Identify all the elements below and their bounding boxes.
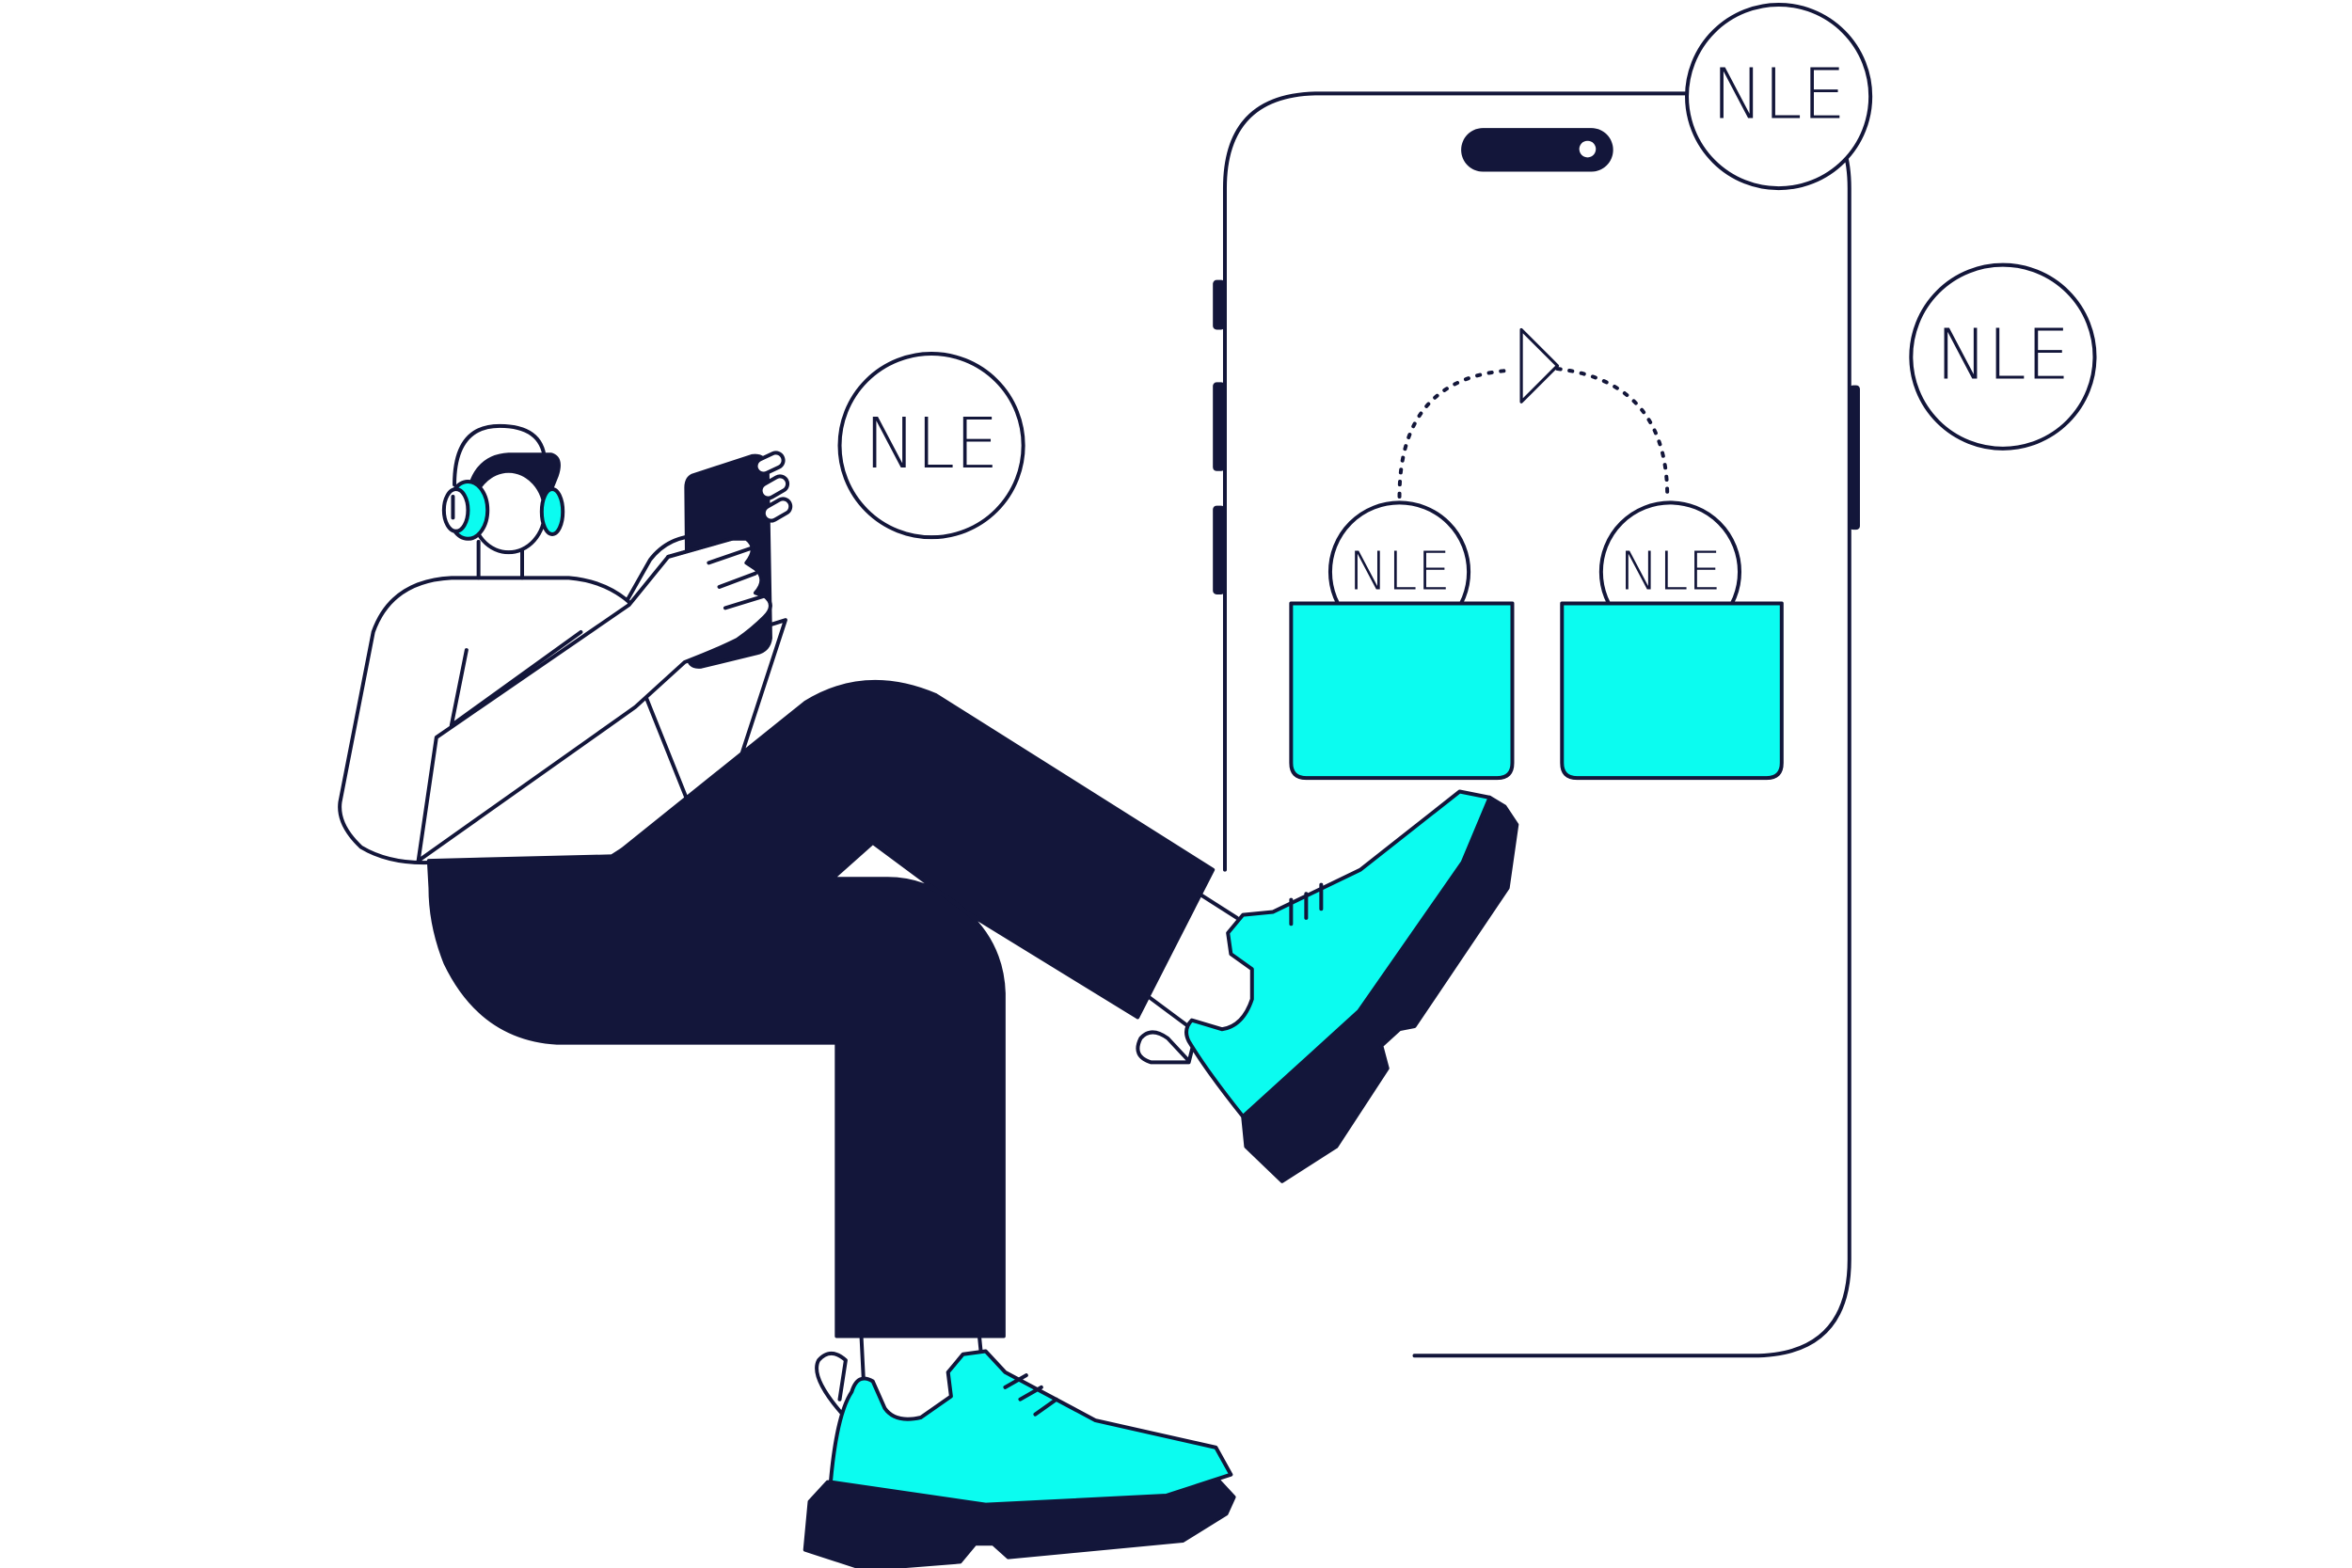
coin-floating-right: NLE	[1909, 262, 2097, 451]
person	[338, 423, 1519, 1568]
transfer-indicator	[1397, 327, 1670, 499]
coin-floating-left-label: NLE	[865, 404, 999, 484]
coin-wallet-left-label: NLE	[1348, 541, 1450, 602]
coin-floating-right-label: NLE	[1936, 315, 2071, 395]
person-shoe-right	[1184, 789, 1519, 1183]
phone-camera-lens	[1579, 140, 1597, 158]
wallet-left: NLE	[1289, 500, 1515, 781]
phone-volume-button-1	[1213, 279, 1225, 330]
play-triangle-icon	[1519, 327, 1560, 404]
person-headphone-right	[539, 487, 565, 536]
phone-camera-notch	[1461, 128, 1613, 172]
phone-power-button	[1849, 385, 1860, 531]
person-shoe-left	[803, 1349, 1236, 1568]
phone-volume-button-2	[1213, 382, 1225, 471]
coin-floating-top-label: NLE	[1711, 55, 1846, 135]
person-pants	[426, 679, 1216, 1338]
coin-floating-left: NLE	[837, 352, 1025, 540]
coin-floating-top: NLE	[1685, 2, 1873, 191]
wallet-right: NLE	[1560, 500, 1784, 781]
person-headphone-band	[453, 423, 548, 487]
person-sock-right	[1136, 990, 1199, 1065]
phone-volume-button-3	[1213, 505, 1225, 594]
coin-wallet-right-label: NLE	[1619, 541, 1721, 602]
